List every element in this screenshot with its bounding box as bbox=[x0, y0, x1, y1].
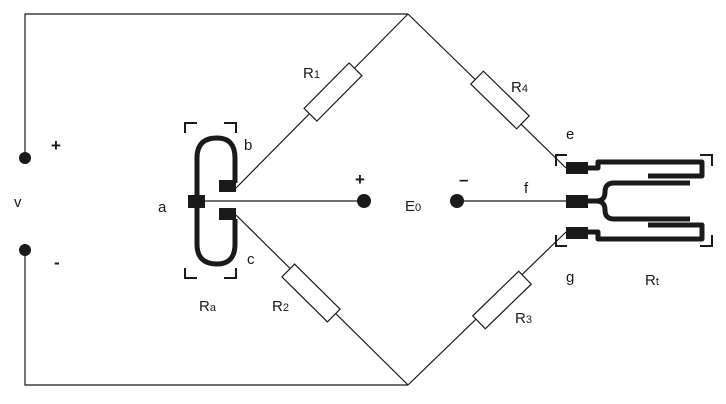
node-g-label: g bbox=[566, 269, 574, 286]
node-f-label: f bbox=[524, 180, 529, 197]
supply-minus-sign: - bbox=[54, 253, 60, 272]
gauge-rt-tab-g bbox=[566, 227, 588, 239]
resistor-r4-label: R4 bbox=[511, 79, 528, 96]
gauge-ra-lower-loop bbox=[194, 202, 238, 267]
e0-plus-sign: + bbox=[355, 170, 365, 189]
gauge-rt-tab-e bbox=[566, 162, 588, 174]
gauge-rt bbox=[555, 154, 713, 247]
gauge-ra-label: Ra bbox=[199, 298, 217, 315]
node-e-label: e bbox=[566, 126, 574, 143]
bottom-supply-wire bbox=[24, 250, 408, 386]
supply-plus-sign: + bbox=[51, 136, 61, 155]
resistor-r1-label: R1 bbox=[303, 65, 320, 82]
resistor-r1 bbox=[303, 62, 363, 122]
resistor-r4 bbox=[469, 70, 531, 130]
e0-minus-sign: – bbox=[459, 170, 468, 189]
gauge-rt-lower-grid bbox=[576, 198, 690, 222]
e0-positive-terminal bbox=[357, 194, 371, 208]
gauge-rt-bracket-tr bbox=[700, 154, 713, 166]
gauge-ra bbox=[184, 122, 238, 279]
gauge-rt-upper-grid bbox=[576, 180, 690, 204]
resistor-r2 bbox=[281, 263, 341, 323]
top-supply-wire bbox=[24, 13, 408, 158]
gauge-ra-upper-loop bbox=[194, 135, 238, 200]
node-a-label: a bbox=[158, 199, 167, 216]
gauge-ra-bracket-tr bbox=[224, 122, 237, 133]
supply-positive-terminal bbox=[19, 152, 31, 164]
gauge-ra-tab-c bbox=[219, 208, 236, 220]
gauge-rt-tab-f bbox=[566, 195, 588, 208]
gauge-ra-bracket-tl bbox=[184, 122, 197, 133]
resistor-r3-label: R3 bbox=[515, 310, 532, 327]
e0-negative-terminal bbox=[450, 194, 464, 208]
supply-negative-terminal bbox=[19, 244, 31, 256]
gauge-rt-upper-tab bbox=[566, 159, 705, 179]
resistor-r2-label: R2 bbox=[272, 298, 289, 315]
gauge-ra-tab-b bbox=[219, 180, 236, 192]
gauge-rt-label: Rt bbox=[645, 272, 659, 289]
gauge-rt-bracket-br bbox=[700, 235, 713, 247]
gauge-rt-bracket-tl bbox=[555, 154, 567, 166]
gauge-ra-bracket-bl bbox=[184, 268, 197, 279]
gauge-ra-bracket-br bbox=[224, 268, 237, 279]
gauge-rt-bracket-bl bbox=[555, 235, 567, 247]
gauge-rt-lower-tab bbox=[566, 222, 705, 242]
node-b-label: b bbox=[244, 137, 252, 154]
node-c-label: c bbox=[247, 251, 255, 268]
gauge-ra-center-tab bbox=[188, 195, 205, 208]
supply-voltage-label: v bbox=[14, 194, 22, 211]
e0-label: E0 bbox=[405, 198, 421, 215]
resistor-r3 bbox=[471, 270, 533, 330]
